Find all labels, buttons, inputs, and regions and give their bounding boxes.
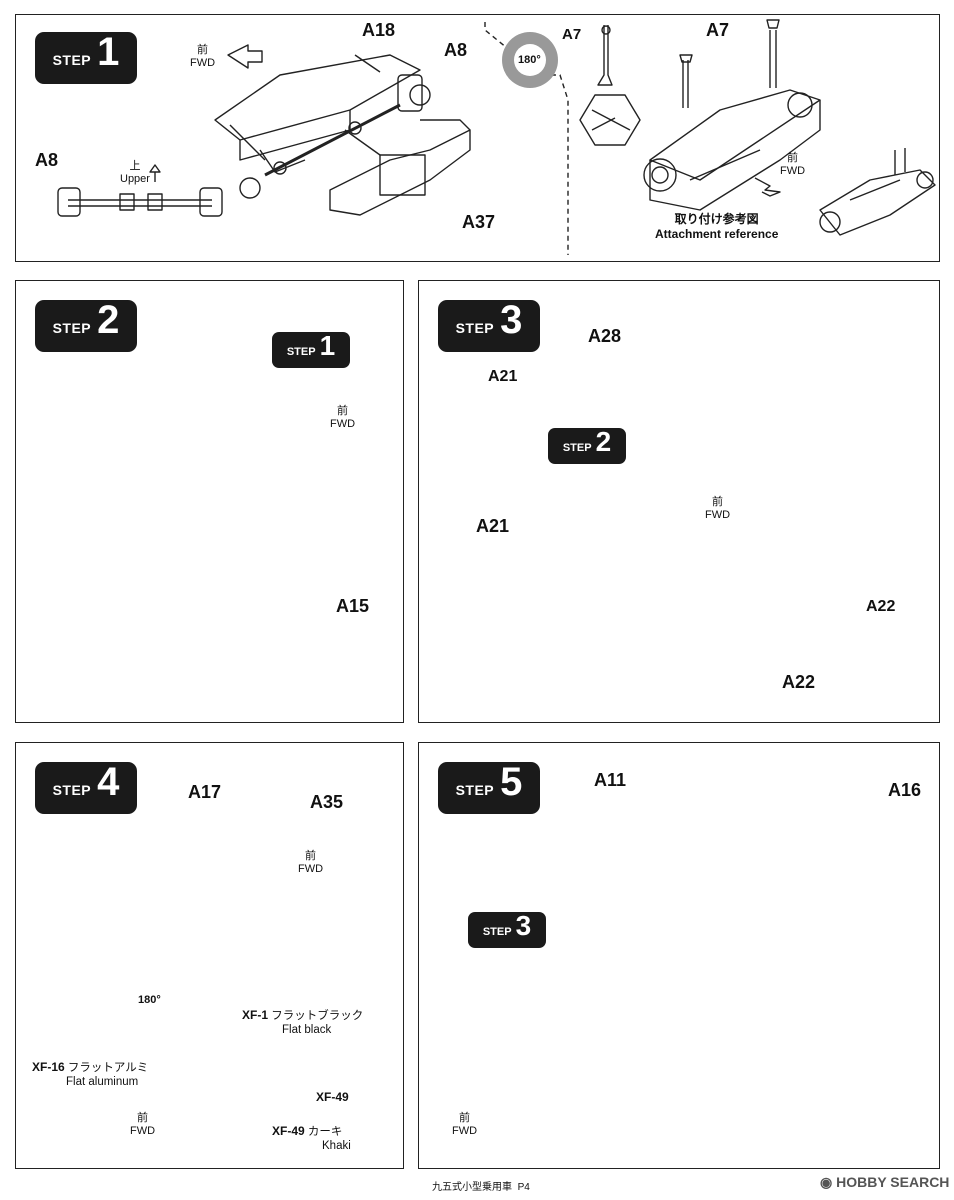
part-label-a22-bottom: A22: [782, 672, 816, 692]
part-label-a35: A35: [310, 792, 344, 812]
part-label-a22-right: A22: [866, 598, 896, 615]
step3-panel: [418, 280, 940, 723]
paint-xf1: XF-1 フラットブラック Flat black: [242, 1008, 364, 1036]
part-label-a18: A18: [362, 20, 396, 40]
step1-reference-badge: STEP 1: [272, 332, 350, 368]
step4-badge: STEP 4: [35, 762, 137, 814]
part-label-a7-small: A7: [562, 26, 582, 43]
watermark: ◉ HOBBY SEARCH: [820, 1174, 950, 1190]
watermark-logo-icon: ◉: [820, 1174, 837, 1190]
rotate-180-label-step1: 180°: [518, 54, 541, 66]
step-number: 1: [97, 30, 120, 74]
paint-xf16: XF-16 フラットアルミ Flat aluminum: [32, 1060, 149, 1088]
paint-xf49-a: XF-49: [316, 1090, 349, 1104]
part-label-a37: A37: [462, 212, 496, 232]
part-label-a21-top: A21: [488, 368, 518, 385]
part-label-a21-left: A21: [476, 516, 510, 536]
part-label-a8-left: A8: [35, 150, 59, 170]
step2-reference-badge: STEP 2: [548, 428, 626, 464]
step2-badge: STEP 2: [35, 300, 137, 352]
step3-reference-badge: STEP 3: [468, 912, 546, 948]
step5-badge: STEP 5: [438, 762, 540, 814]
step-word: STEP: [52, 52, 92, 68]
page-footer: 九五式小型乗用車 P4: [432, 1182, 530, 1193]
part-label-a11: A11: [594, 770, 627, 790]
paint-xf49-b: XF-49 カーキ Khaki: [272, 1124, 351, 1152]
part-label-a16: A16: [888, 780, 922, 800]
part-label-a15: A15: [336, 596, 370, 616]
step3-badge: STEP 3: [438, 300, 540, 352]
step5-panel: [418, 742, 940, 1169]
rotate-180-label-step4: 180°: [138, 994, 161, 1006]
part-label-a7-big: A7: [706, 20, 730, 40]
part-label-a28: A28: [588, 326, 622, 346]
step1-panel: [15, 14, 940, 262]
part-label-a8-top: A8: [444, 40, 468, 60]
step1-badge: STEP 1: [35, 32, 137, 84]
part-label-a17: A17: [188, 782, 222, 802]
